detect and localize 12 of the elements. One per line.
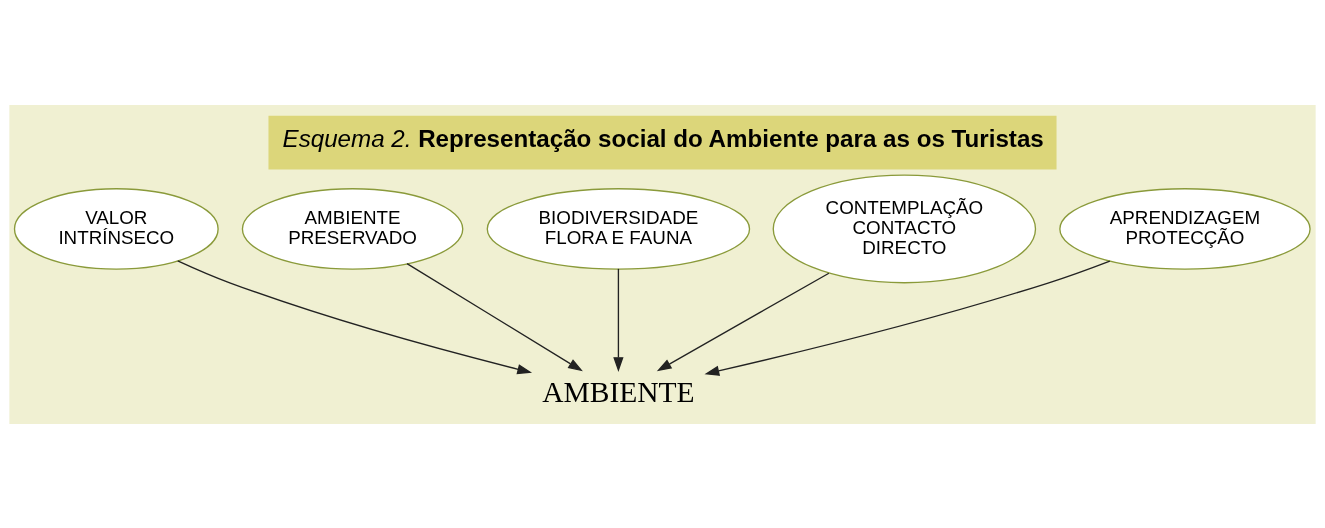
- node-ellipse: APRENDIZAGEM PROTECÇÃO: [1059, 187, 1311, 270]
- diagram-title: Esquema 2. Representação social do Ambiente para as os Turistas: [282, 124, 1044, 152]
- arrow: [656, 272, 830, 371]
- node-ellipse: AMBIENTE PRESERVADO: [241, 187, 464, 270]
- arrow: [613, 267, 624, 372]
- arrow: [406, 262, 583, 371]
- arrow: [177, 259, 533, 374]
- node-ellipse: VALOR INTRÍNSECO: [13, 187, 219, 270]
- node-ellipse: CONTEMPLAÇÃO CONTACTO DIRECTO: [772, 173, 1037, 283]
- arrow: [704, 259, 1111, 376]
- node-text: AMBIENTE: [542, 375, 695, 408]
- node-ellipse: BIODIVERSIDADE FLORA E FAUNA: [486, 187, 751, 270]
